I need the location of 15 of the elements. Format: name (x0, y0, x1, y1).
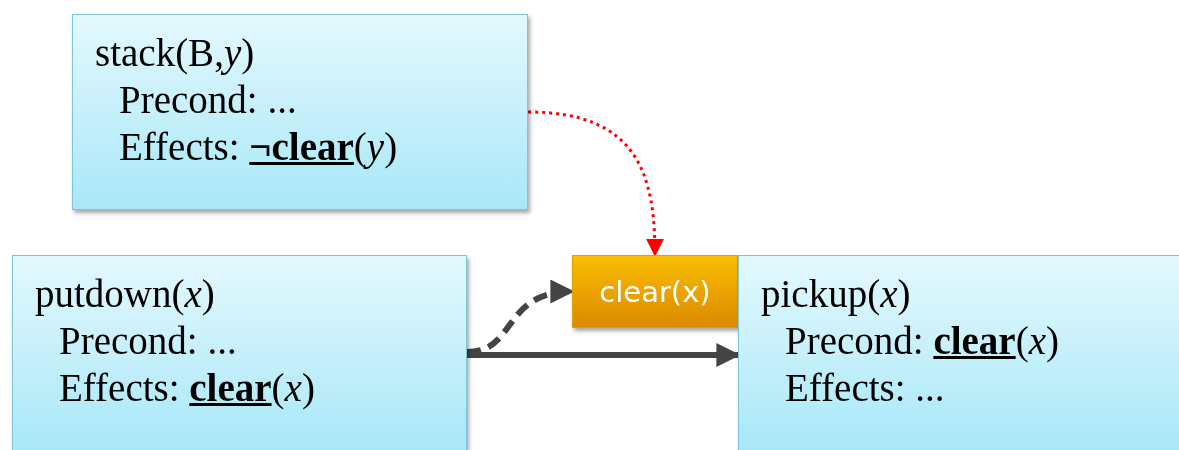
action-name: pickup(x) (761, 271, 912, 317)
action-box (72, 14, 528, 210)
arrow (527, 110, 664, 257)
action-line: Precond: ... (58, 318, 238, 364)
action-line: Effects: clear(x) (58, 365, 316, 411)
action-line: Effects: ... (784, 365, 946, 411)
action-line: Precond: ... (118, 77, 298, 123)
action-box (738, 255, 1179, 450)
action-line: Effects: ¬clear(y) (118, 124, 399, 170)
action-name: putdown(x) (35, 271, 216, 317)
action-name: stack(B,y) (95, 30, 256, 76)
action-box (12, 255, 467, 450)
action-line: Precond: clear(x) (784, 318, 1060, 364)
literal-label: clear(x) (599, 274, 711, 309)
literal-box (572, 255, 738, 328)
